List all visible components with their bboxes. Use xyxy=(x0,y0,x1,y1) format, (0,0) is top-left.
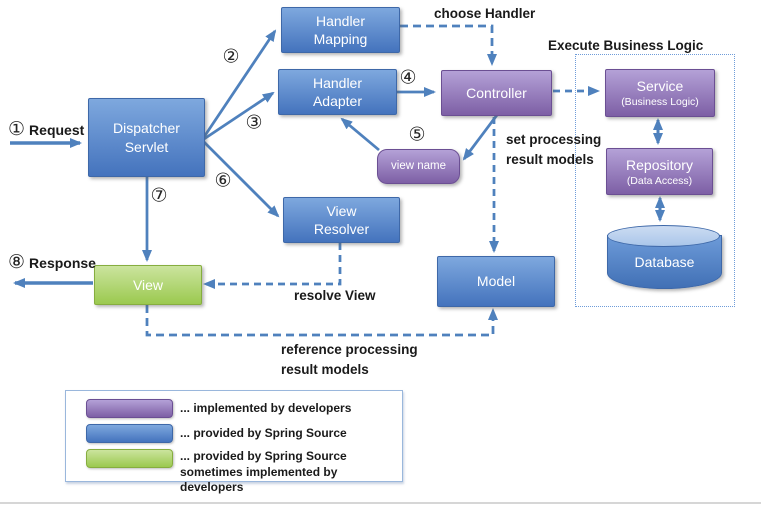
node-controller-label: Controller xyxy=(466,84,527,101)
legend: ... implemented by developers ... provid… xyxy=(65,390,403,494)
step-3-badge: ③ xyxy=(245,112,263,134)
legend-label-blue: ... provided by Spring Source xyxy=(180,425,347,440)
arrow-dispatcher-to-handler-adapter xyxy=(203,91,275,141)
response-text: Response xyxy=(29,254,96,271)
node-service-subtitle: (Business Logic) xyxy=(621,96,699,109)
choose-handler-label: choose Handler xyxy=(434,6,536,21)
node-view-resolver: View Resolver xyxy=(283,197,400,243)
set-processing-result-models-label: set processing result models xyxy=(506,132,602,167)
node-service: Service (Business Logic) xyxy=(605,69,715,117)
node-database-label: Database xyxy=(634,254,695,270)
database-cylinder-top xyxy=(607,225,720,247)
node-controller: Controller xyxy=(441,70,552,116)
legend-swatch-green xyxy=(86,449,173,468)
node-model-label: Model xyxy=(476,273,516,290)
node-handler-mapping: Handler Mapping xyxy=(281,7,400,53)
execute-business-logic-region xyxy=(575,54,735,307)
node-view-name: view name xyxy=(377,149,460,184)
resolve-view-label: resolve View xyxy=(294,288,376,303)
legend-label-purple: ... implemented by developers xyxy=(180,400,352,415)
step-4-badge: ④ xyxy=(399,67,417,89)
legend-item-provided-sometimes-implemented: ... provided by Spring Source sometimes … xyxy=(86,449,402,496)
node-database: Database xyxy=(607,225,722,289)
legend-label-green: ... provided by Spring Source sometimes … xyxy=(180,449,347,495)
arrow-controller-to-view-name xyxy=(462,114,499,161)
legend-item-provided-by-spring: ... provided by Spring Source xyxy=(86,424,402,443)
response-label: ⑧ Response xyxy=(8,251,96,274)
dashed-arrow-choose-handler xyxy=(400,24,497,66)
node-handler-adapter: Handler Adapter xyxy=(278,69,397,115)
step-6-badge: ⑥ xyxy=(214,170,232,192)
dashed-arrow-resolver-to-view xyxy=(203,243,342,289)
node-service-title: Service xyxy=(636,78,684,95)
node-view-label: View xyxy=(132,276,164,293)
step-5-badge: ⑤ xyxy=(408,124,426,146)
arrow-view-name-to-handler-adapter xyxy=(340,117,380,152)
node-view-name-label: view name xyxy=(391,160,446,173)
reference-processing-result-models-label: reference processing result models xyxy=(281,342,418,377)
step-1-badge: ① xyxy=(8,119,26,140)
step-8-badge: ⑧ xyxy=(8,252,26,273)
node-repository-subtitle: (Data Access) xyxy=(626,174,693,187)
node-dispatcher-servlet-label: Dispatcher Servlet xyxy=(113,120,180,155)
node-model: Model xyxy=(437,256,555,307)
node-repository-title: Repository xyxy=(626,156,693,173)
dashed-arrow-view-to-model xyxy=(145,305,498,337)
arrow-dispatcher-to-handler-mapping xyxy=(202,29,277,138)
node-handler-mapping-label: Handler Mapping xyxy=(313,12,368,47)
legend-item-implemented-by-developers: ... implemented by developers xyxy=(86,399,402,418)
legend-swatch-purple xyxy=(86,399,173,418)
legend-swatch-blue xyxy=(86,424,173,443)
arrow-dispatcher-to-view-resolver xyxy=(203,141,280,218)
node-view: View xyxy=(94,265,202,305)
request-text: Request xyxy=(29,121,85,138)
node-view-resolver-label: View Resolver xyxy=(313,202,370,237)
step-7-badge: ⑦ xyxy=(150,185,168,207)
request-label: ① Request xyxy=(8,118,84,141)
execute-business-logic-label: Execute Business Logic xyxy=(548,38,704,53)
step-2-badge: ② xyxy=(222,46,240,68)
node-repository: Repository (Data Access) xyxy=(606,148,713,195)
node-handler-adapter-label: Handler Adapter xyxy=(312,74,363,109)
node-dispatcher-servlet: Dispatcher Servlet xyxy=(88,98,205,177)
bottom-divider xyxy=(0,502,761,504)
